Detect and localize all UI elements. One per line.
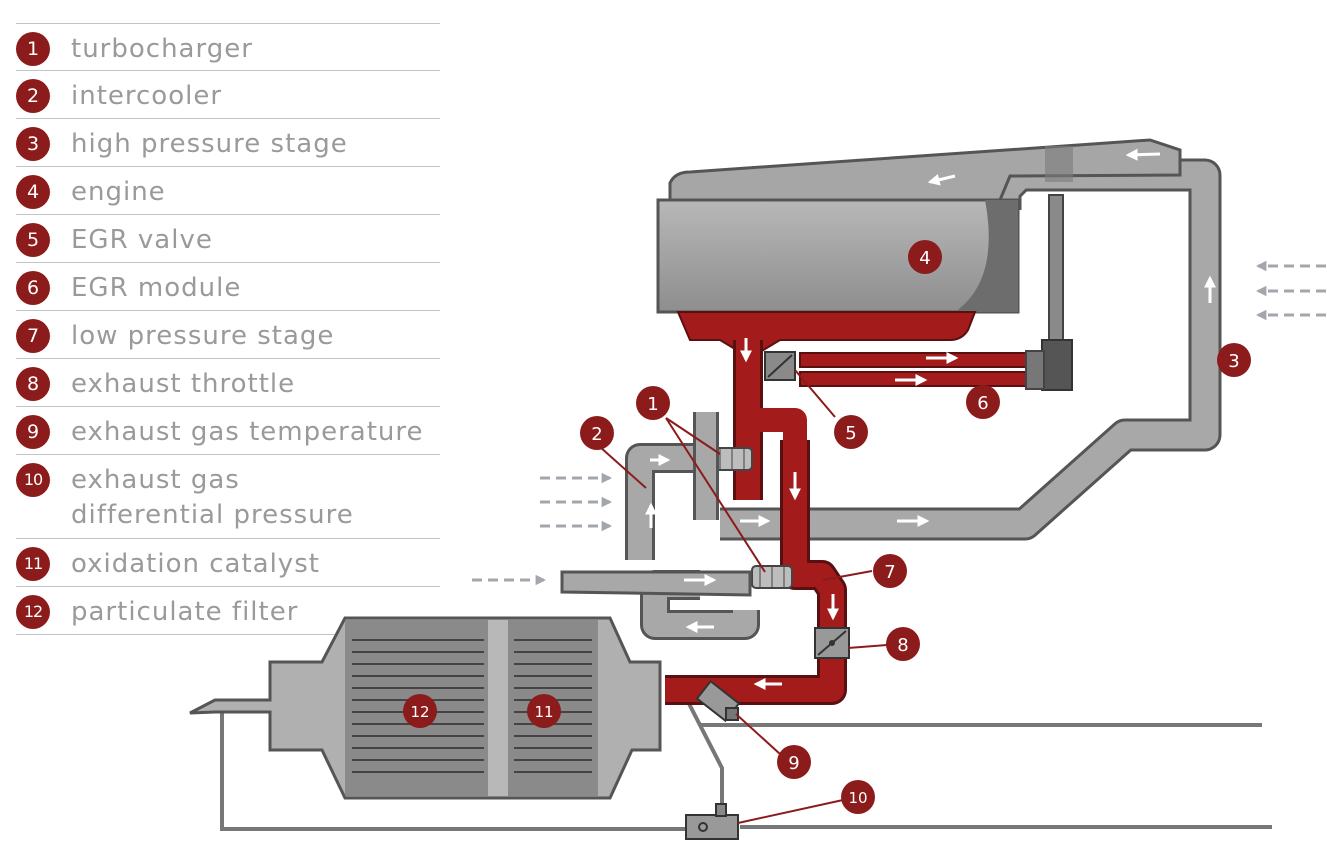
legend-item-turbocharger: 1 turbocharger [16, 23, 440, 71]
legend-item-engine: 4 engine [16, 167, 440, 215]
marker-exhaust-gas-temperature: 9 [777, 745, 811, 779]
legend-label: high pressure stage [71, 129, 348, 159]
pressure-line-left [220, 708, 686, 831]
diagram-markers: 1 2 3 4 5 6 7 8 9 10 11 12 [403, 240, 1251, 814]
legend-label: particulate filter [71, 597, 299, 627]
legend-label: exhaust throttle [71, 369, 296, 399]
svg-text:7: 7 [884, 562, 895, 583]
legend-item-exhaust-throttle: 8 exhaust throttle [16, 359, 440, 407]
marker-particulate-filter: 12 [403, 694, 437, 728]
marker-engine: 4 [908, 240, 942, 274]
legend-label: engine [71, 177, 166, 207]
legend-item-high-pressure-stage: 3 high pressure stage [16, 119, 440, 167]
legend-number: 12 [16, 595, 50, 629]
air-inlet-pipe [560, 570, 752, 597]
intake-sensor [1041, 194, 1073, 391]
injector-spray [1045, 146, 1073, 182]
legend-number: 3 [16, 127, 50, 161]
temperature-sensor [695, 679, 741, 723]
legend-number: 2 [16, 79, 50, 113]
flow-arrows [645, 148, 1216, 690]
legend-number: 6 [16, 271, 50, 305]
svg-text:6: 6 [977, 393, 988, 414]
pressure-line-right [680, 689, 724, 808]
legend-label-line2: differential pressure [71, 500, 354, 530]
marker-high-pressure-stage: 3 [1217, 343, 1251, 377]
svg-text:8: 8 [897, 635, 908, 656]
legend-number: 8 [16, 367, 50, 401]
leader-lines [599, 369, 888, 824]
marker-low-pressure-stage: 7 [873, 554, 907, 588]
marker-exhaust-throttle: 8 [886, 627, 920, 661]
legend-number: 10 [16, 463, 50, 497]
legend-number: 11 [16, 547, 50, 581]
marker-intercooler: 2 [580, 416, 614, 450]
exhaust-pipe [665, 340, 847, 705]
legend-item-oxidation-catalyst: 11 oxidation catalyst [16, 539, 440, 587]
legend-item-low-pressure-stage: 7 low pressure stage [16, 311, 440, 359]
svg-text:3: 3 [1228, 351, 1239, 372]
legend-number: 4 [16, 175, 50, 209]
legend-label: intercooler [71, 81, 223, 111]
legend-item-exhaust-gas-temperature: 9 exhaust gas temperature [16, 407, 440, 455]
turbocharger-lp [751, 565, 793, 589]
dashed-inflow-arrows [472, 260, 1326, 586]
legend-label: EGR module [71, 273, 242, 303]
marker-egr-module: 6 [966, 385, 1000, 419]
legend-number: 9 [16, 415, 50, 449]
marker-differential-pressure: 10 [841, 780, 875, 814]
svg-text:5: 5 [845, 423, 856, 444]
legend-label: low pressure stage [71, 321, 335, 351]
legend-item-egr-module: 6 EGR module [16, 263, 440, 311]
legend-label: EGR valve [71, 225, 213, 255]
svg-text:10: 10 [848, 789, 867, 807]
egr-module [799, 350, 1045, 390]
svg-text:12: 12 [410, 703, 429, 721]
svg-text:9: 9 [788, 753, 799, 774]
sensor-lines [220, 689, 1272, 831]
legend-label: exhaust gas temperature [71, 417, 424, 447]
legend-item-particulate-filter: 12 particulate filter [16, 587, 440, 635]
engine [656, 198, 1020, 353]
svg-text:11: 11 [534, 703, 553, 721]
exhaust-throttle [814, 627, 850, 659]
svg-text:2: 2 [591, 424, 602, 445]
legend-label-line1: exhaust gas [71, 465, 240, 495]
marker-turbocharger: 1 [636, 386, 670, 420]
legend-number: 1 [16, 32, 50, 66]
legend-label: turbocharger [71, 34, 253, 64]
svg-text:4: 4 [919, 248, 930, 269]
legend-item-egr-valve: 5 EGR valve [16, 215, 440, 263]
marker-egr-valve: 5 [834, 415, 868, 449]
legend-label: exhaust gas differential pressure [71, 463, 354, 533]
legend-label: oxidation catalyst [71, 549, 320, 579]
marker-oxidation-catalyst: 11 [527, 694, 561, 728]
legend: 1 turbocharger 2 intercooler 3 high pres… [16, 23, 440, 635]
legend-number: 5 [16, 223, 50, 257]
svg-text:1: 1 [647, 394, 658, 415]
legend-item-intercooler: 2 intercooler [16, 71, 440, 119]
differential-pressure-sensor [685, 803, 739, 840]
legend-item-exhaust-gas-differential-pressure: 10 exhaust gas differential pressure [16, 455, 440, 539]
legend-number: 7 [16, 319, 50, 353]
intake-pipe [720, 158, 1222, 541]
